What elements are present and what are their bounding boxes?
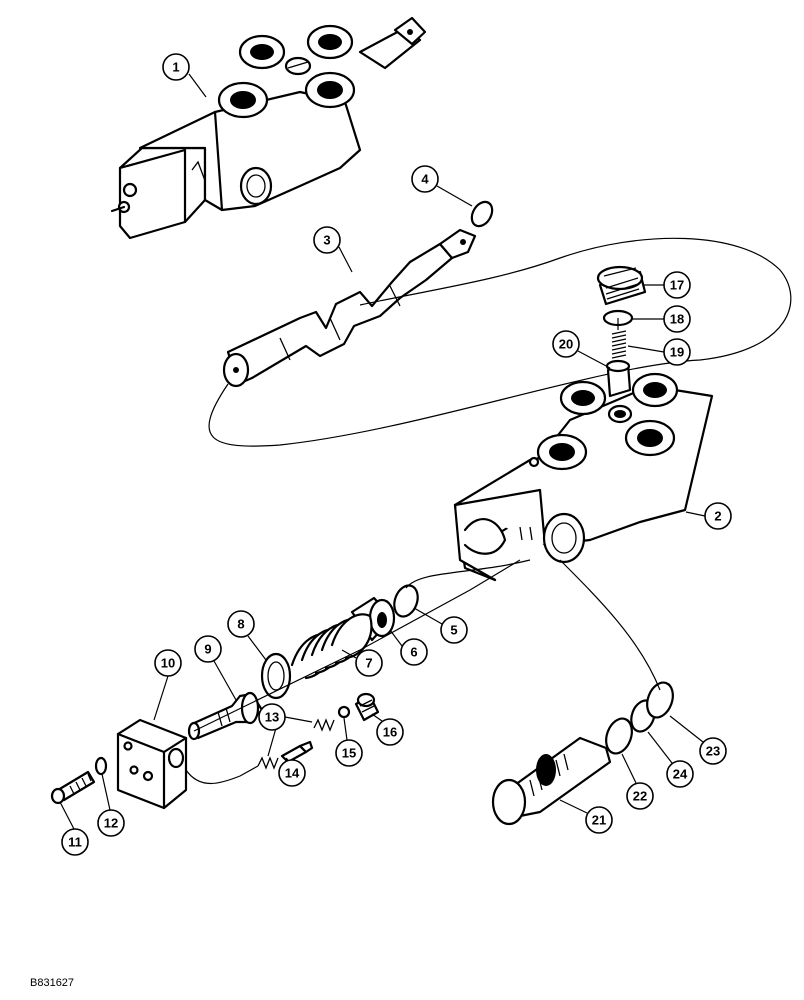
svg-text:8: 8	[237, 617, 244, 632]
relief-valve-cartridge-icon	[491, 736, 612, 826]
svg-text:24: 24	[673, 767, 688, 782]
callout-16[interactable]: 16	[371, 713, 404, 746]
svg-text:20: 20	[559, 337, 573, 352]
svg-text:19: 19	[670, 345, 684, 360]
callout-21[interactable]: 21	[559, 799, 613, 834]
svg-text:11: 11	[68, 835, 82, 850]
svg-text:21: 21	[592, 813, 606, 828]
callout-15[interactable]: 15	[335, 717, 363, 767]
svg-text:17: 17	[670, 278, 684, 293]
callout-20[interactable]: 20	[552, 330, 611, 369]
spring-icon	[290, 613, 373, 680]
callout-19[interactable]: 19	[627, 338, 691, 366]
svg-text:7: 7	[365, 656, 372, 671]
callout-23[interactable]: 23	[669, 715, 727, 765]
o-ring-icon	[470, 200, 494, 228]
callout-24[interactable]: 24	[647, 731, 694, 788]
callout-17[interactable]: 17	[644, 271, 691, 299]
spring-icon	[611, 330, 627, 359]
poppet-icon	[605, 359, 632, 398]
plug-icon	[596, 265, 647, 306]
spool-leader-loop	[208, 237, 792, 447]
callout-5[interactable]: 5	[413, 607, 468, 644]
svg-text:22: 22	[633, 789, 647, 804]
svg-text:2: 2	[714, 509, 721, 524]
end-cap-icon	[116, 718, 188, 810]
callout-13[interactable]: 13	[258, 703, 313, 757]
callout-22[interactable]: 22	[621, 753, 654, 810]
svg-text:13: 13	[265, 710, 279, 725]
valve-body-icon	[453, 372, 714, 582]
leader-lines	[185, 318, 661, 784]
svg-text:3: 3	[323, 233, 330, 248]
svg-text:6: 6	[410, 645, 417, 660]
spool-icon	[222, 228, 477, 388]
svg-text:10: 10	[161, 656, 175, 671]
callout-4[interactable]: 4	[411, 165, 473, 207]
svg-text:14: 14	[285, 766, 300, 781]
callout-12[interactable]: 12	[97, 773, 125, 837]
callout-3[interactable]: 3	[313, 226, 353, 273]
bolt-icon	[50, 770, 96, 805]
figure-reference: B831627	[30, 977, 74, 989]
stem-icon	[187, 691, 264, 741]
callout-2[interactable]: 2	[685, 502, 732, 530]
svg-text:12: 12	[104, 816, 118, 831]
callout-9[interactable]: 9	[194, 635, 237, 701]
callout-11[interactable]: 11	[59, 801, 89, 856]
callout-10[interactable]: 10	[153, 649, 182, 721]
o-ring-icon	[646, 681, 674, 719]
svg-text:23: 23	[706, 744, 720, 759]
callout-1[interactable]: 1	[162, 53, 207, 98]
assembled-valve-icon	[110, 16, 427, 240]
lock-washer-icon	[94, 756, 108, 776]
svg-text:16: 16	[383, 725, 397, 740]
o-ring-icon	[393, 584, 419, 618]
svg-text:5: 5	[450, 623, 457, 638]
callout-6[interactable]: 6	[389, 629, 428, 666]
svg-text:1: 1	[172, 60, 179, 75]
callout-7[interactable]: 7	[341, 649, 383, 677]
svg-text:4: 4	[421, 172, 429, 187]
callout-14[interactable]: 14	[278, 757, 306, 787]
svg-text:15: 15	[342, 746, 356, 761]
o-ring-icon	[605, 717, 633, 755]
svg-text:9: 9	[204, 642, 211, 657]
callout-18[interactable]: 18	[632, 305, 691, 333]
callout-8[interactable]: 8	[227, 610, 267, 661]
svg-text:18: 18	[670, 312, 684, 327]
